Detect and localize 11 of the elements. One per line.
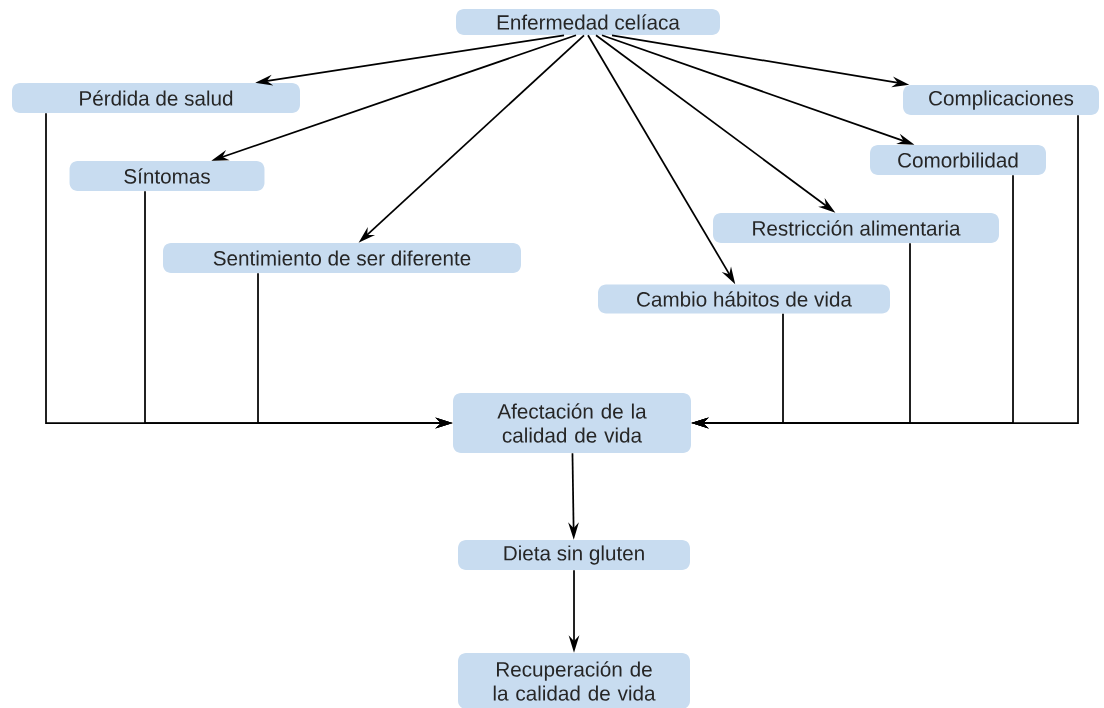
flow-box: Recuperación de la calidad de vida (458, 653, 690, 708)
flow-box: Pérdida de salud (12, 83, 300, 113)
flow-box: Dieta sin gluten (458, 540, 690, 570)
flow-box: Comorbilidad (870, 145, 1046, 175)
flow-box: Sentimiento de ser diferente (163, 243, 521, 273)
flow-box: Afectación de la calidad de vida (453, 393, 691, 453)
flow-box: Enfermedad celíaca (456, 9, 720, 35)
flow-box: Síntomas (69, 161, 265, 191)
flow-box: Complicaciones (903, 85, 1099, 115)
flow-box: Cambio hábitos de vida (598, 284, 890, 314)
flow-box: Restricción alimentaria (713, 213, 999, 243)
